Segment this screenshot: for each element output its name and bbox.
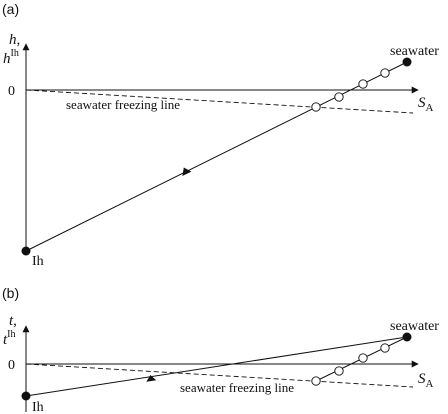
panel-b-x-label: SA [418, 371, 434, 390]
panel-a-freezing-line [25, 89, 414, 114]
panel-a-zero-tick: 0 [8, 84, 15, 99]
panel-b: (b) t, tIh 0 SA seawater freezing line I… [2, 285, 439, 414]
panel-a-ih-label: Ih [32, 254, 44, 269]
panel-a-y-label-h: h, [9, 32, 20, 48]
panel-a-open-circle [358, 79, 368, 89]
panel-a-y-label-hih: hIh [3, 48, 19, 67]
panel-b-y-label-t: t, [9, 313, 17, 329]
panel-a-mixing-line [25, 61, 408, 252]
panel-b-seawater-label: seawater [390, 319, 439, 334]
panel-a: (a) h, hIh 0 SA seawater freezing line I… [2, 1, 439, 269]
panel-b-y-label-tih: tIh [3, 329, 16, 348]
panel-a-ih-point [21, 246, 31, 256]
panel-b-direction-arrow [146, 375, 157, 382]
panel-b-open-circle [380, 343, 390, 353]
panel-b-ih-point [21, 391, 31, 401]
panel-b-freezing-line [25, 363, 414, 388]
panel-a-freezing-label: seawater freezing line [66, 97, 180, 112]
panel-b-open-circle [358, 353, 368, 363]
panel-a-seawater-label: seawater [390, 44, 439, 59]
panel-a-open-circle [311, 102, 321, 112]
panel-a-seawater-point [402, 57, 412, 67]
panel-a-direction-arrow [182, 167, 192, 176]
panel-a-x-label: SA [418, 95, 434, 114]
panel-a-open-circle [380, 68, 390, 78]
panel-b-freezing-label: seawater freezing line [180, 380, 294, 395]
panel-b-mixing-line [25, 336, 408, 397]
panel-a-tag: (a) [2, 1, 19, 17]
panel-b-seawater-point [402, 332, 412, 342]
panel-b-tag: (b) [2, 285, 19, 301]
panel-a-open-circle [334, 92, 344, 102]
panel-b-open-circle [311, 376, 321, 386]
panel-b-ih-label: Ih [32, 400, 44, 414]
panel-b-zero-tick: 0 [8, 358, 15, 373]
panel-b-open-circle [334, 366, 344, 376]
